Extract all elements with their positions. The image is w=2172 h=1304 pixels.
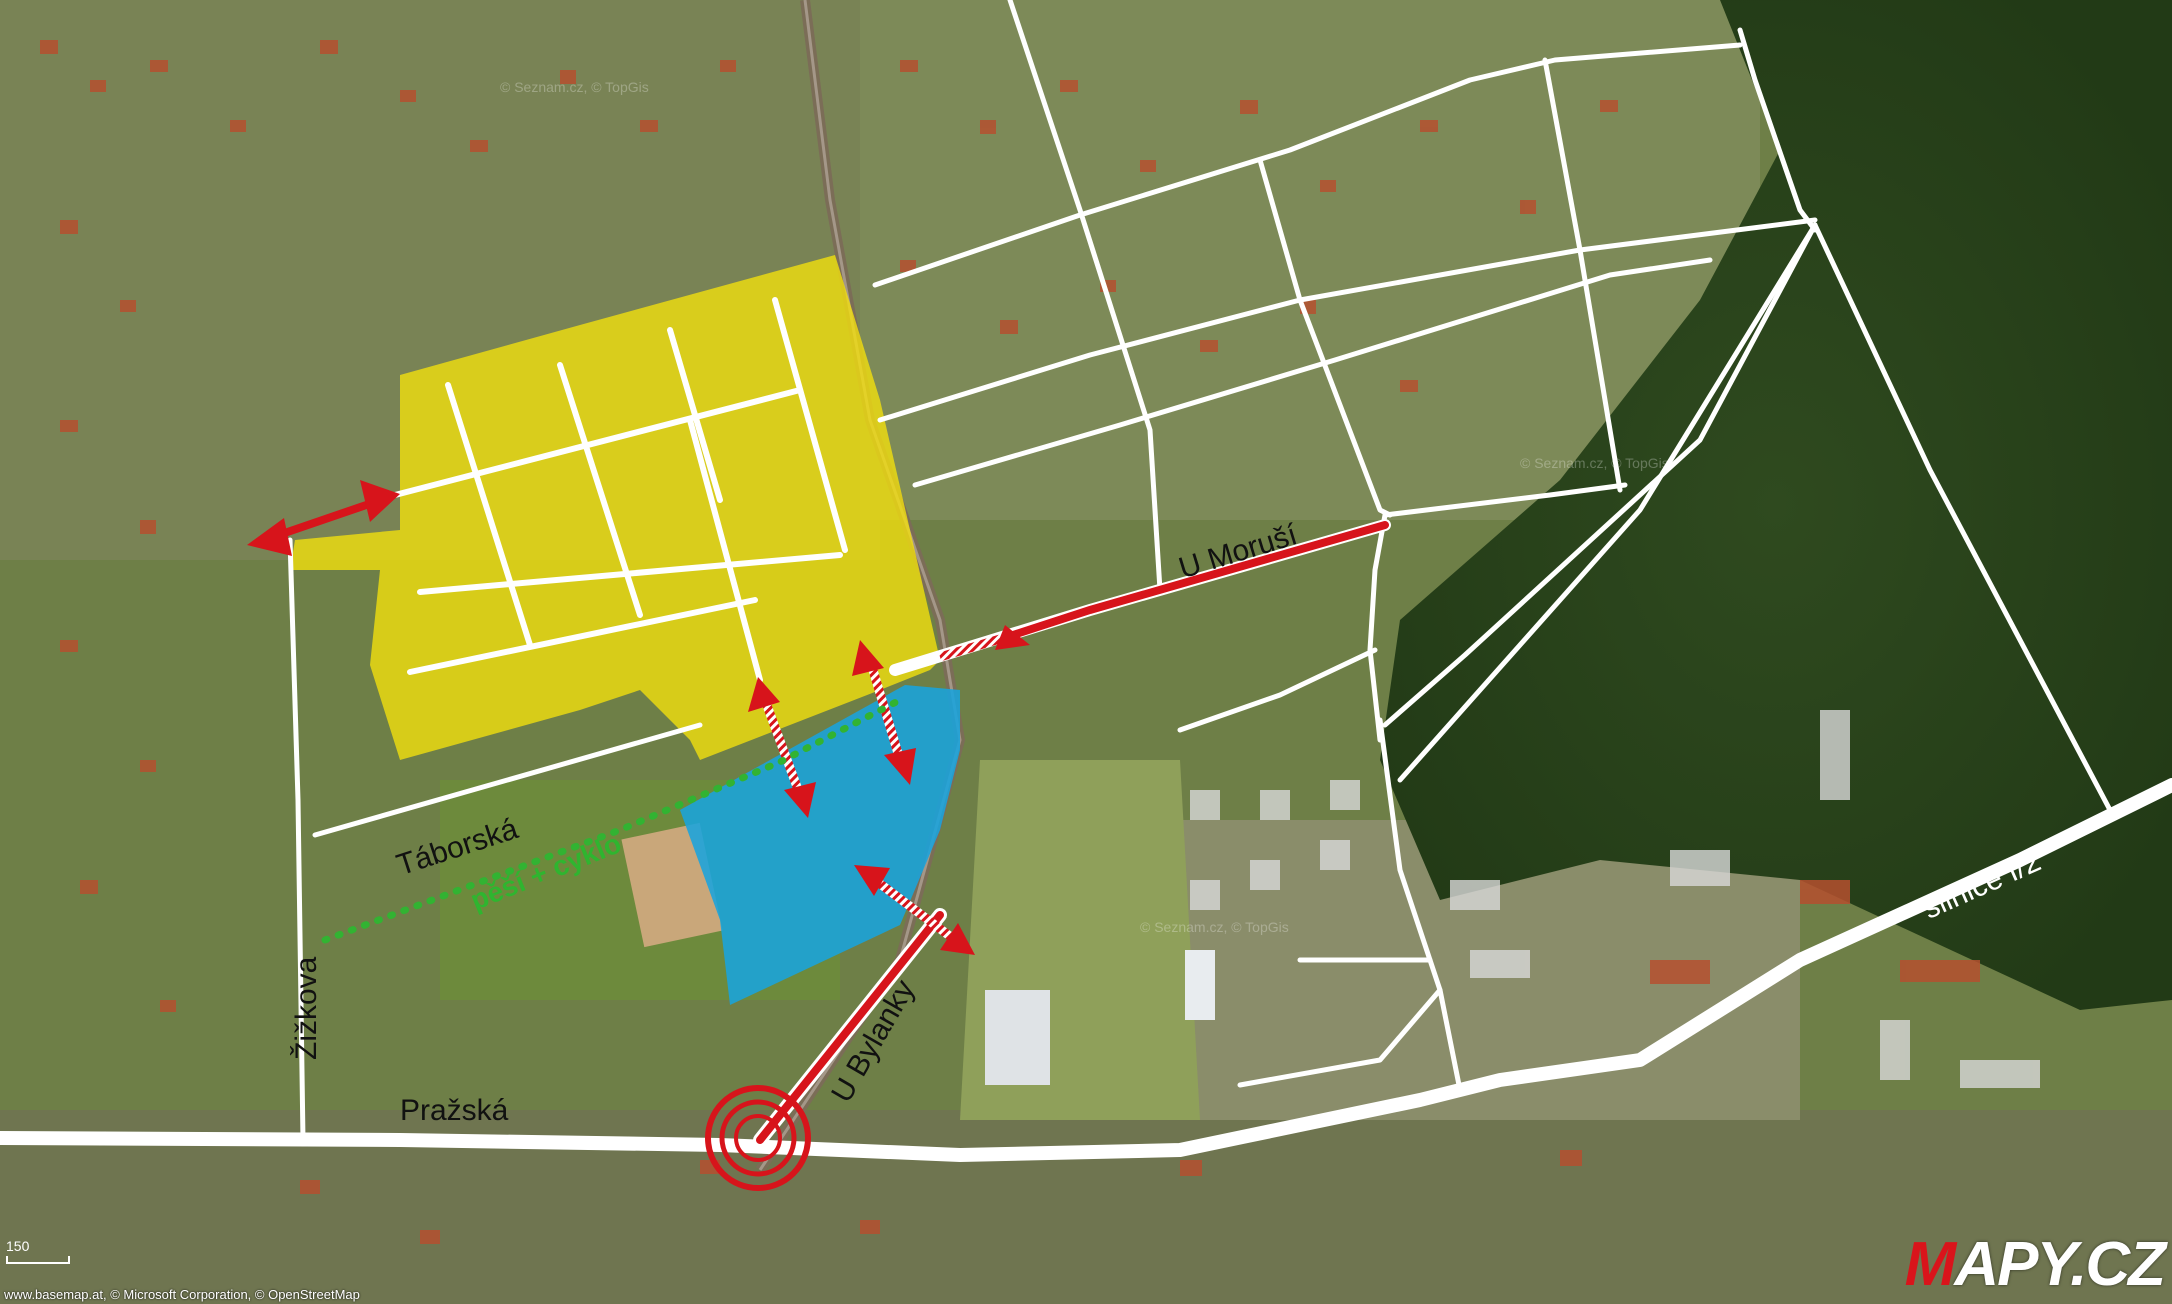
roundabout-marker — [705, 1085, 811, 1191]
double-arrow-center-left — [748, 677, 816, 818]
building-long — [1185, 950, 1215, 1020]
street-label-zizkova: Žižkova — [290, 956, 323, 1060]
pedestrian-cycle-path — [321, 696, 904, 944]
logo-m: M — [1904, 1230, 1957, 1299]
forest — [1380, 0, 2172, 1010]
map-credits: www.basemap.at, © Microsoft Corporation,… — [4, 1287, 360, 1302]
roof-pattern — [40, 40, 1980, 1244]
building-large — [985, 990, 1050, 1085]
u-morusi-planned-link — [938, 631, 1012, 662]
planned-roads-yellow — [392, 297, 848, 683]
watermark-3: © Seznam.cz, © TopGis — [1140, 919, 1289, 935]
yellow-development-zone — [290, 255, 940, 760]
mapy-cz-logo[interactable]: MAPY.CZ — [1904, 1229, 2166, 1300]
watermark-1: © Seznam.cz, © TopGis — [500, 79, 649, 95]
logo-rest: APY.CZ — [1954, 1230, 2166, 1299]
watermark-2: © Seznam.cz, © TopGis — [1520, 455, 1669, 471]
map-scale: 150 — [6, 1238, 70, 1264]
main-road-silnice — [0, 778, 2172, 1162]
u-morusi-road — [1006, 521, 1389, 640]
grey-roof-pattern — [1190, 710, 2040, 1088]
road-network — [287, 0, 2113, 1143]
arrow-head-u-morusi — [995, 625, 1030, 650]
scale-label: 150 — [6, 1238, 30, 1254]
blue-zone — [680, 685, 960, 1005]
double-arrow-east — [854, 865, 975, 955]
double-arrow-west — [247, 480, 400, 556]
street-label-prazska: Pražská — [400, 1094, 509, 1127]
scale-bar — [6, 1256, 70, 1264]
